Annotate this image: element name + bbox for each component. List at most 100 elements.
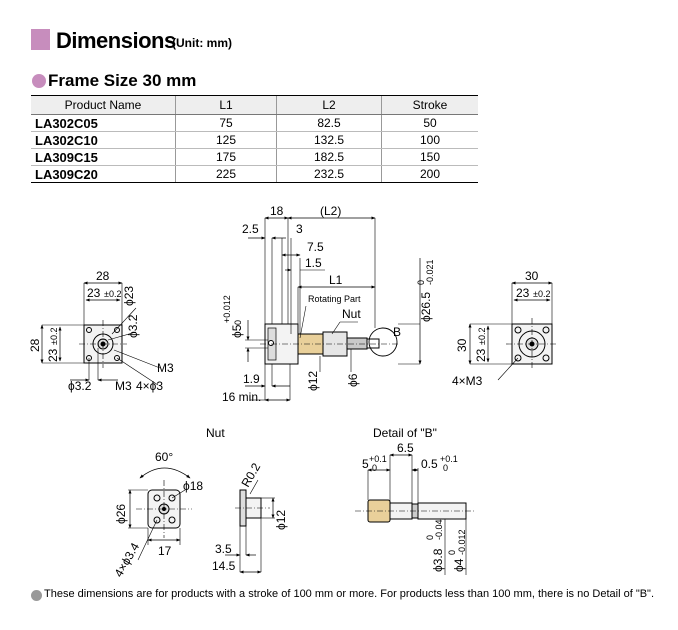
dim-phi5: ϕ5 xyxy=(230,324,244,338)
footnote: These dimensions are for products with a… xyxy=(44,588,655,600)
cell-stroke: 50 xyxy=(381,114,478,132)
dim-3-5: 3.5 xyxy=(215,542,232,556)
dim-width-23: 23 xyxy=(87,286,101,300)
cell-l1: 175 xyxy=(175,148,277,166)
dim-14-5: 14.5 xyxy=(212,559,236,573)
cell-l2: 182.5 xyxy=(276,148,382,166)
cell-stroke: 150 xyxy=(381,148,478,166)
col-header: L1 xyxy=(175,95,277,115)
dim-height-30: 30 xyxy=(455,338,469,352)
dim-phi3-8-tol-top: 0 xyxy=(425,535,435,540)
dim-3: 3 xyxy=(296,222,303,236)
nut-view xyxy=(128,467,275,574)
dim-phi26: ϕ26 xyxy=(114,504,128,524)
label-nut: Nut xyxy=(342,307,361,321)
dim-phi5-tol-top: +0.012 xyxy=(222,295,232,323)
label-rotating-part: Rotating Part xyxy=(308,294,361,304)
dim-phi18: ϕ18 xyxy=(183,479,203,493)
dim-phi26-5-tol-top: 0 xyxy=(416,280,426,285)
dim-tol: ±0.2 xyxy=(104,289,121,299)
dim-5-tol-bot: 0 xyxy=(372,463,377,473)
dim-phi3-2: ϕ3.2 xyxy=(126,314,140,338)
dim-phi3-8-tol-bot: -0.04 xyxy=(434,519,444,540)
dim-l2: (L2) xyxy=(320,204,341,218)
cell-l2: 232.5 xyxy=(276,165,382,183)
dim-phi26-5: ϕ26.5 xyxy=(419,292,433,322)
bullet-icon xyxy=(32,74,46,88)
dim-6-5: 6.5 xyxy=(397,441,414,455)
table-row: LA309C20 225 232.5 200 xyxy=(31,165,478,183)
label-m3: M3 xyxy=(157,361,174,375)
cell-stroke: 100 xyxy=(381,131,478,149)
dim-17: 17 xyxy=(158,544,172,558)
page-title: Dimensions xyxy=(56,28,176,53)
cell-l1: 125 xyxy=(175,131,277,149)
label-holes: 4×ϕ3 xyxy=(136,379,163,393)
dim-phi12: ϕ12 xyxy=(274,510,288,530)
table-row: LA309C15 175 182.5 150 xyxy=(31,148,478,166)
dim-height-28: 28 xyxy=(28,338,42,352)
dim-phi6: ϕ6 xyxy=(346,373,360,387)
side-view xyxy=(245,216,422,402)
dim-16-min: 16 min. xyxy=(222,390,261,404)
dim-1-9: 1.9 xyxy=(243,372,260,386)
dim-0-5: 0.5 xyxy=(421,457,438,471)
detail-b-view xyxy=(355,453,476,575)
dim-phi3-8: ϕ3.8 xyxy=(431,548,445,572)
dim-tol: ±0.2 xyxy=(477,328,487,345)
label-m3b: M3 xyxy=(115,379,132,393)
dim-l1: L1 xyxy=(329,273,343,287)
table-header-row: Product Name L1 L2 Stroke xyxy=(31,95,478,115)
dim-tol: ±0.2 xyxy=(533,289,550,299)
rear-view xyxy=(468,281,558,381)
dim-width-23: 23 xyxy=(516,286,530,300)
dim-phi3-2b: ϕ3.2 xyxy=(68,379,92,393)
table-row: LA302C05 75 82.5 50 xyxy=(31,114,478,132)
front-view xyxy=(40,281,161,386)
dim-1-5: 1.5 xyxy=(305,256,322,270)
dimension-table: Product Name L1 L2 Stroke LA302C05 75 82… xyxy=(31,95,478,183)
dim-60-deg: 60° xyxy=(155,450,173,464)
col-header: Product Name xyxy=(31,95,176,115)
dim-phi26-5-tol-bot: -0.021 xyxy=(425,259,435,285)
cell-l2: 82.5 xyxy=(276,114,382,132)
dim-5: 5 xyxy=(362,457,369,471)
unit-note: (Unit: mm) xyxy=(172,36,232,50)
col-header: Stroke xyxy=(381,95,478,115)
cell-product: LA309C20 xyxy=(31,165,176,183)
dim-height-23: 23 xyxy=(46,348,60,362)
dim-phi4-tol-bot: -0.012 xyxy=(457,529,467,555)
dim-width-30: 30 xyxy=(525,269,539,283)
detail-b-title: Detail of "B" xyxy=(373,426,437,440)
label-4xm3: 4×M3 xyxy=(452,374,483,388)
cell-l2: 132.5 xyxy=(276,131,382,149)
col-header: L2 xyxy=(276,95,382,115)
dim-phi5-tol-bot: 0 xyxy=(233,320,243,325)
table-row: LA302C10 125 132.5 100 xyxy=(31,131,478,149)
dim-2-5: 2.5 xyxy=(242,222,259,236)
cell-product: LA309C15 xyxy=(31,148,176,166)
cell-product: LA302C10 xyxy=(31,131,176,149)
dim-phi12: ϕ12 xyxy=(306,371,320,391)
dim-height-23: 23 xyxy=(474,348,488,362)
section-marker-icon xyxy=(31,29,50,50)
nut-title: Nut xyxy=(206,426,225,440)
dim-width-28: 28 xyxy=(96,269,110,283)
footnote-bullet-icon xyxy=(31,590,42,601)
dim-phi4: ϕ4 xyxy=(452,558,466,572)
dim-5-tol-top: +0.1 xyxy=(369,454,387,464)
dim-0-5-tol-top: +0.1 xyxy=(440,454,458,464)
dim-phi23: ϕ23 xyxy=(122,286,136,306)
cell-stroke: 200 xyxy=(381,165,478,183)
dim-7-5: 7.5 xyxy=(307,240,324,254)
dim-18: 18 xyxy=(270,204,284,218)
label-holes: 4×ϕ3.4 xyxy=(111,540,142,579)
dim-tol: ±0.2 xyxy=(49,328,59,345)
dim-phi4-tol-top: 0 xyxy=(447,550,457,555)
cell-product: LA302C05 xyxy=(31,114,176,132)
dim-0-5-tol-bot: 0 xyxy=(443,463,448,473)
frame-size-title: Frame Size 30 mm xyxy=(48,71,197,90)
cell-l1: 225 xyxy=(175,165,277,183)
label-detail-b: B xyxy=(393,325,401,339)
